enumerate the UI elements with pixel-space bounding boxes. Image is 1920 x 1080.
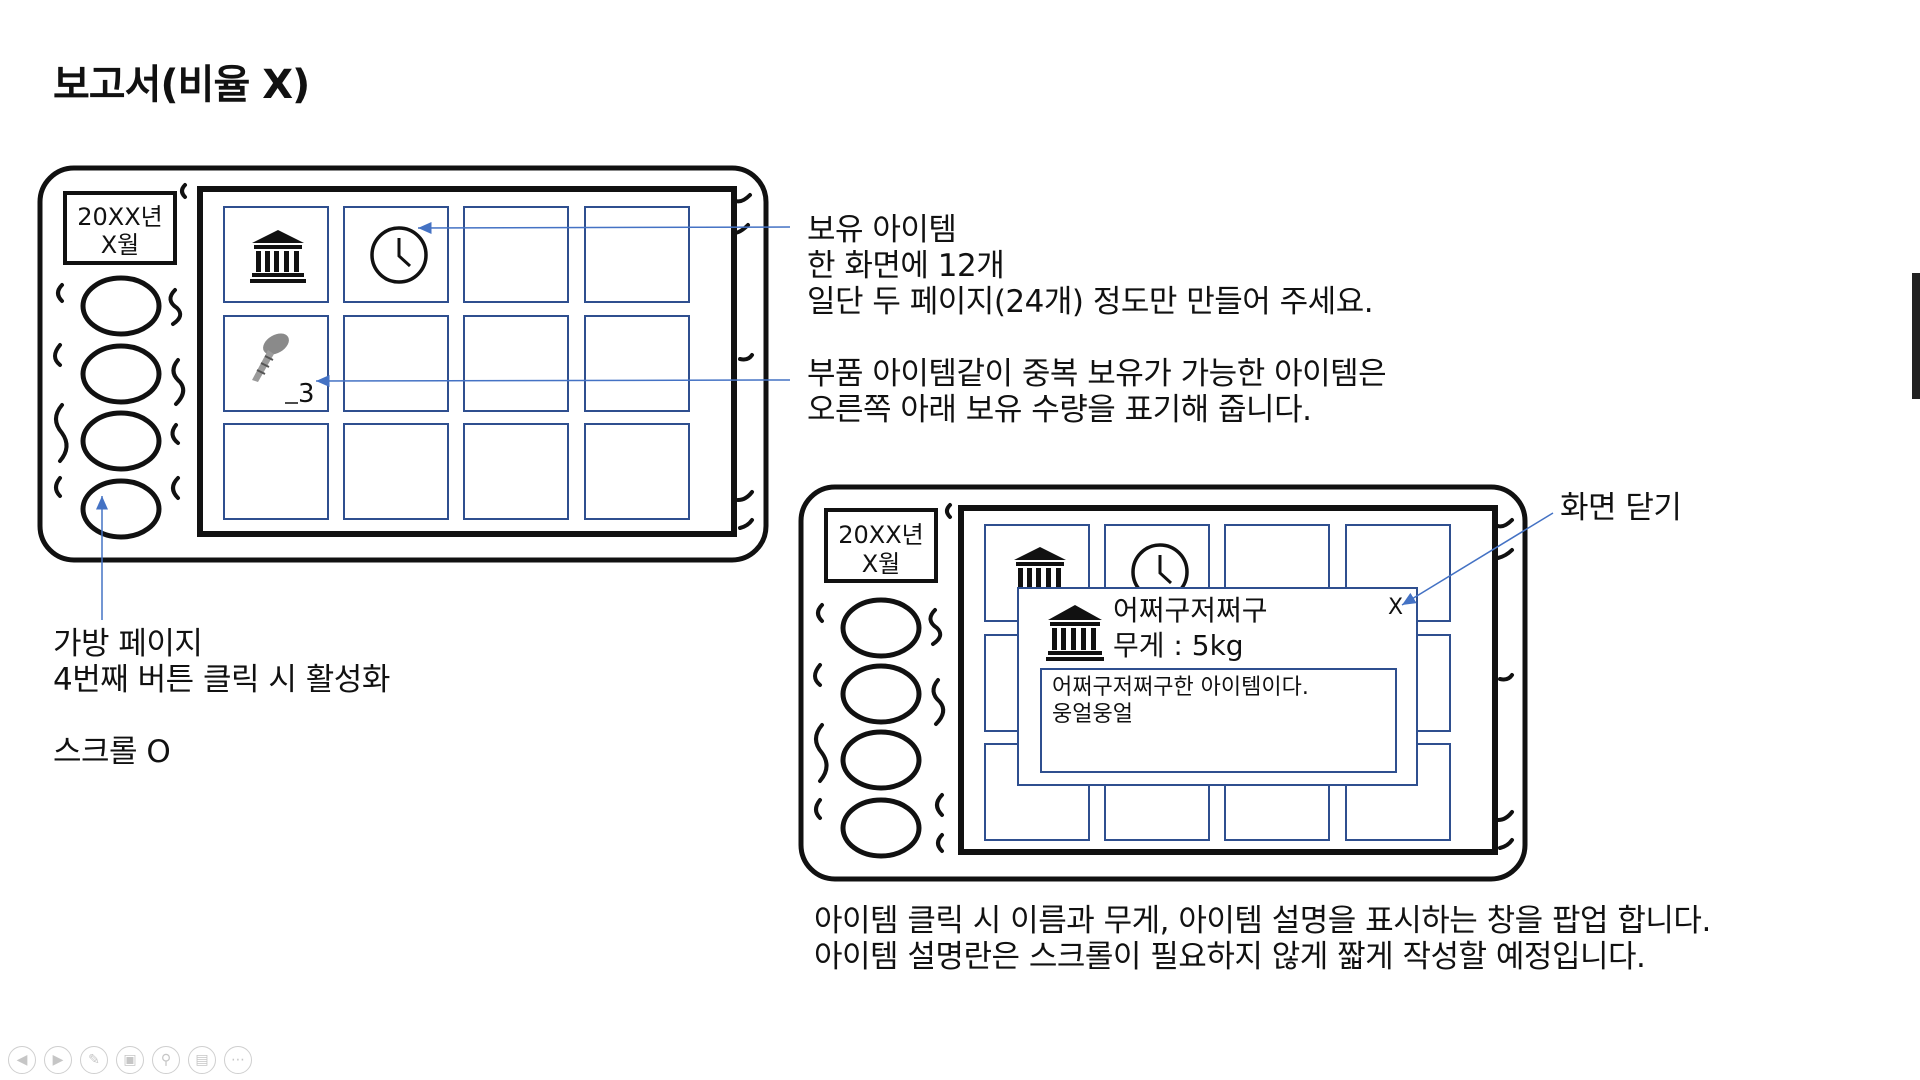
mockup2-date-year: 20XX년 (838, 521, 924, 549)
previous-slide-icon[interactable]: ◀ (8, 1046, 36, 1074)
note-stack-count: 부품 아이템같이 중복 보유가 가능한 아이템은 오른쪽 아래 보유 수량을 표… (807, 356, 1387, 428)
screen-edge-artifact (1912, 273, 1920, 399)
subtitles-icon[interactable]: ▤ (188, 1046, 216, 1074)
item-slot[interactable] (463, 423, 569, 520)
page-title: 보고서(비율 X) (53, 62, 310, 108)
mockup2-menu-button-1[interactable] (840, 597, 922, 659)
screw-icon (252, 333, 289, 382)
note-scroll: 스크롤 O (53, 734, 171, 770)
bank-icon (250, 230, 306, 283)
mockup2-date-month: X월 (862, 550, 901, 578)
note-owned-items: 보유 아이템 한 화면에 12개 일단 두 페이지(24개) 정도만 만들어 주… (807, 212, 1374, 320)
popup-description-line-1: 어쩌구저쩌구한 아이템이다. (1052, 675, 1309, 700)
date-box (63, 191, 177, 265)
popup-item-name: 어쩌구저쩌구 (1113, 594, 1268, 627)
arrow-close-screen (1401, 512, 1554, 606)
menu-button-2[interactable] (80, 343, 162, 405)
item-slot[interactable] (223, 315, 329, 412)
bank-icon (1014, 547, 1066, 589)
item-slot[interactable] (584, 206, 690, 303)
popup-description-line-2: 웅얼웅얼 (1052, 702, 1133, 727)
mockup2-menu-button-4-bag[interactable] (840, 797, 922, 859)
note-close-screen: 화면 닫기 (1560, 490, 1682, 526)
note-bag-page: 가방 페이지 4번째 버튼 클릭 시 활성화 (53, 626, 390, 698)
date-month: X월 (101, 231, 140, 259)
mockup2-date-box (824, 508, 938, 583)
note-popup-description: 아이템 클릭 시 이름과 무게, 아이템 설명을 표시하는 창을 팝업 합니다.… (814, 903, 1711, 975)
arrow-stack-count (315, 374, 791, 387)
item-slot[interactable] (463, 206, 569, 303)
menu-button-4-bag[interactable] (80, 478, 162, 540)
item-slot[interactable] (343, 315, 449, 412)
mockup2-menu-button-2[interactable] (840, 663, 922, 725)
zoom-icon[interactable]: ⚲ (152, 1046, 180, 1074)
arrow-owned-items (417, 221, 791, 234)
popup-description-box (1040, 668, 1397, 773)
pen-icon[interactable]: ✎ (80, 1046, 108, 1074)
popup-item-weight: 무게 : 5kg (1113, 629, 1244, 662)
mockup2-decorative-squiggles (813, 503, 1514, 853)
clock-icon (370, 226, 428, 284)
item-slot[interactable] (584, 315, 690, 412)
date-year: 20XX년 (77, 203, 163, 231)
more-options-icon[interactable]: ⋯ (224, 1046, 252, 1074)
slides-overview-icon[interactable]: ▣ (116, 1046, 144, 1074)
slideshow-toolbar: ◀ ▶ ✎ ▣ ⚲ ▤ ⋯ (8, 1046, 252, 1074)
item-slot[interactable] (463, 315, 569, 412)
menu-button-1[interactable] (80, 275, 162, 337)
bank-icon (1046, 605, 1104, 661)
item-slot[interactable] (584, 423, 690, 520)
item-grid (223, 206, 690, 520)
item-slot[interactable] (343, 423, 449, 520)
next-slide-icon[interactable]: ▶ (44, 1046, 72, 1074)
item-count-badge: 3 (298, 379, 315, 409)
item-slot[interactable] (223, 423, 329, 520)
popup-close-button[interactable]: X (1388, 595, 1403, 620)
menu-button-3[interactable] (80, 410, 162, 472)
mockup2-menu-button-3[interactable] (840, 729, 922, 791)
decorative-squiggles (53, 183, 754, 530)
